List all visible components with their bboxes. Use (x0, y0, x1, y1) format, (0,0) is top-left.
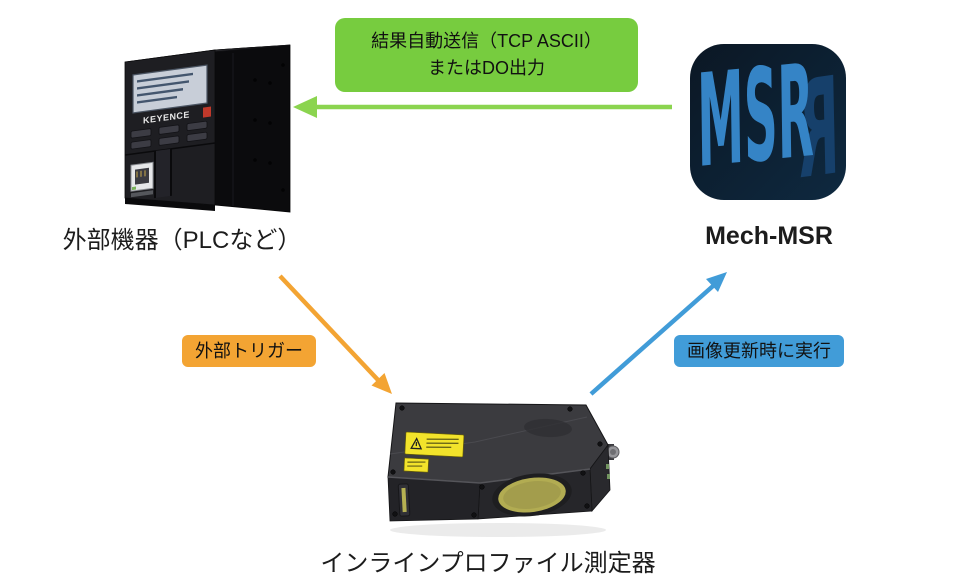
laser-warning-label (403, 431, 465, 473)
profiler-screws (390, 405, 603, 518)
msr-caption: Mech-MSR (705, 222, 833, 250)
plc-vents (253, 63, 285, 192)
profiler-caption: インラインプロファイル測定器 (320, 550, 656, 577)
result-arrow (293, 96, 672, 118)
execute-arrow (589, 272, 727, 396)
plc-ethernet-port (130, 161, 154, 198)
profiler-connector-pin (610, 449, 616, 455)
plc-buttons (130, 120, 208, 150)
profiler-indicator-leds (606, 464, 610, 479)
plc-side-face (214, 44, 291, 213)
profiler-device-image (387, 402, 620, 537)
msr-icon-background (690, 44, 846, 200)
plc-lcd-menu-lines (137, 72, 193, 104)
profiler-shadow (390, 523, 606, 537)
msr-icon-mirrored-letter: R (797, 48, 841, 200)
result-label-line2: またはDO出力 (428, 58, 545, 78)
msr-app-icon: R MSR (690, 44, 846, 200)
profiler-slit-window (397, 483, 411, 517)
profiler-front-rim (387, 468, 591, 484)
warning-triangle-icon (410, 437, 423, 450)
profiler-lens (492, 473, 572, 517)
execute-label: 画像更新時に実行 (674, 335, 844, 367)
plc-device-image: KEYENCE (124, 44, 291, 213)
plc-base (125, 198, 215, 211)
result-label-line1: 結果自動送信（TCP ASCII） (371, 31, 602, 51)
result-label: 結果自動送信（TCP ASCII） またはDO出力 (335, 18, 638, 92)
plc-door-middle (155, 148, 171, 198)
profiler-logo-smudge (524, 418, 572, 438)
trigger-label: 外部トリガー (182, 335, 316, 367)
msr-icon-letters: MSR (696, 44, 814, 197)
plc-red-badge (203, 106, 211, 118)
plc-caption: 外部機器（PLCなど） (62, 227, 302, 254)
